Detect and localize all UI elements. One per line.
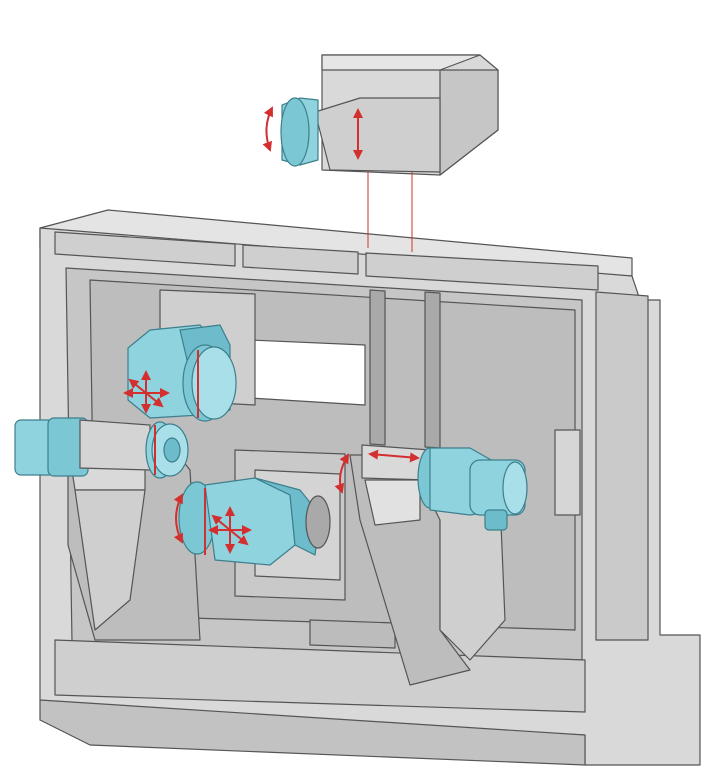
upper-left-turret-motion-cross [123, 370, 170, 414]
gantry-guide-lines [367, 172, 413, 252]
left-support [67, 444, 201, 641]
right-counter-spindle [361, 444, 528, 531]
lower-left-turret-motion-cross [173, 493, 252, 554]
left-main-spindle [14, 417, 189, 479]
upper-left-turret [127, 324, 237, 422]
gantry-turret-top [280, 54, 499, 176]
right-counter-spindle-motion [334, 449, 420, 494]
gantry-turret-motion [262, 106, 363, 160]
